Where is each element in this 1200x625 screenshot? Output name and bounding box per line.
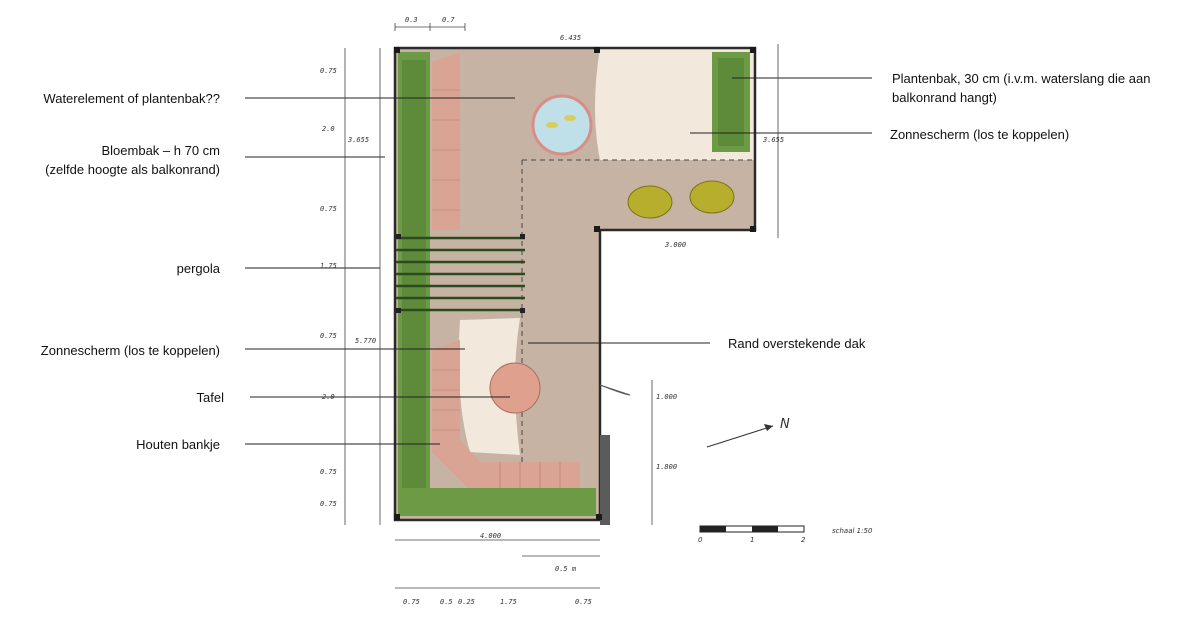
dim-right-lower-2: 1.800: [656, 463, 677, 471]
scale-tick-0: 0: [698, 536, 703, 544]
dim-left-8: 0.75: [320, 500, 337, 508]
dim-right-lower-1: 1.000: [656, 393, 677, 401]
water-element: [531, 94, 593, 156]
pergola-posts: [396, 234, 525, 313]
dim-left-2: 2.0: [322, 125, 335, 133]
dim-bottom-2: 0.5: [440, 598, 453, 606]
water-fish-2: [564, 115, 576, 121]
dim-top-small-1: 0.3: [405, 16, 418, 24]
corner-posts: [394, 47, 756, 520]
label-plantenbak-line2: balkonrand hangt): [892, 90, 997, 105]
north-label: N: [780, 417, 790, 432]
dim-top-width: 6.435: [560, 34, 581, 42]
north-arrow: [706, 424, 774, 448]
right-wall: [600, 435, 610, 525]
label-zonnescherm-right: Zonnescherm (los te koppelen): [890, 127, 1070, 142]
dim-mid-width: 3.000: [664, 241, 686, 249]
pergola: [396, 236, 525, 312]
label-plantenbak-line1: Plantenbak, 30 cm (i.v.m. waterslang die…: [892, 71, 1151, 86]
wooden-bench: [432, 340, 580, 488]
label-tafel: Tafel: [196, 390, 224, 405]
dim-top-small-2: 0.7: [442, 16, 455, 24]
dim-bottom-small: 0.5 m: [555, 565, 577, 573]
dim-left-4: 1.75: [320, 262, 337, 270]
scale-bar: [699, 525, 805, 533]
label-bloembak-line1: Bloembak – h 70 cm: [101, 143, 220, 158]
dim-bottom-1: 0.75: [403, 598, 420, 606]
table: [489, 362, 541, 414]
dim-bottom-width: 4.000: [480, 532, 501, 540]
label-bankje: Houten bankje: [136, 437, 220, 452]
dim-left-6: 2.0: [322, 393, 335, 401]
dim-bottom-4: 1.75: [500, 598, 517, 606]
dim-right-height: 3.655: [762, 136, 784, 144]
label-bloembak-line2: (zelfde hoogte als balkonrand): [45, 162, 220, 177]
bench-planks: [432, 89, 561, 488]
pot-2: [689, 180, 735, 214]
sunscreen-lower: [458, 318, 520, 455]
brick-strip-upper: [432, 52, 460, 230]
label-waterelement: Waterelement of plantenbak??: [43, 91, 220, 106]
pot-1: [627, 185, 673, 219]
dim-bottom-5: 0.75: [575, 598, 592, 606]
label-plantenbak: Plantenbak, 30 cm (i.v.m. waterslang die…: [892, 69, 1197, 107]
label-zonnescherm-left: Zonnescherm (los te koppelen): [40, 343, 220, 358]
door-arc: [599, 384, 631, 396]
label-bloembak: Bloembak – h 70 cm (zelfde hoogte als ba…: [0, 141, 220, 179]
upper-right-planter-shade: [718, 58, 744, 146]
scale-label: schaal 1:50: [832, 527, 873, 535]
dim-left-3: 0.75: [320, 205, 337, 213]
dim-left-outer-2: 5.770: [355, 337, 376, 345]
scale-tick-2: 2: [801, 536, 806, 544]
dim-left-5: 0.75: [320, 332, 337, 340]
dim-left-1: 0.75: [320, 67, 337, 75]
water-fish-1: [546, 122, 558, 128]
label-rand-dak: Rand overstekende dak: [728, 336, 866, 351]
label-pergola: pergola: [176, 261, 220, 276]
dim-bottom-3: 0.25: [458, 598, 475, 606]
dim-left-7: 0.75: [320, 468, 337, 476]
dim-left-outer-1: 3.655: [347, 136, 369, 144]
dimension-lines: [344, 23, 779, 589]
scale-tick-1: 1: [750, 536, 754, 544]
roof-edge: [521, 159, 755, 480]
bottom-flowerbox: [400, 488, 596, 516]
